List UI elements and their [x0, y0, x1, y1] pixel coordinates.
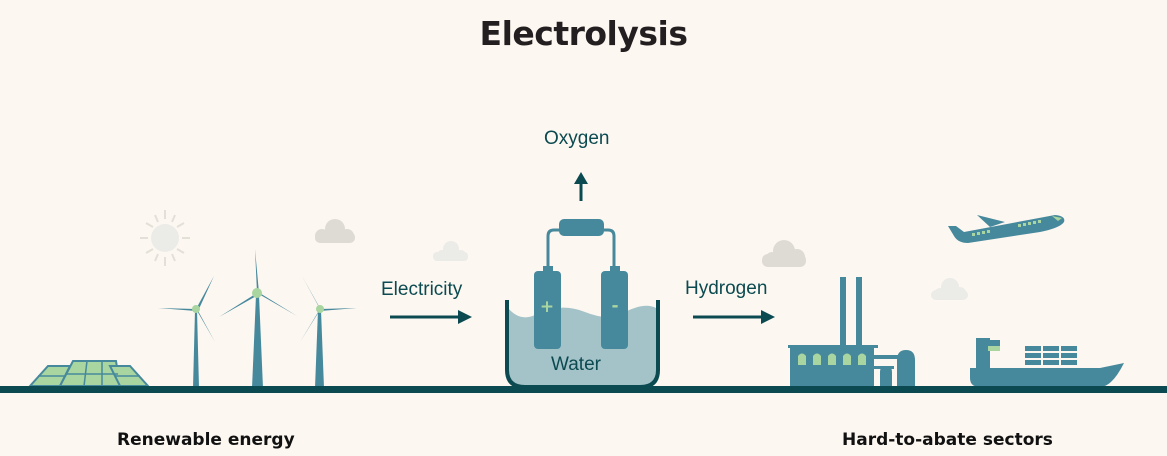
- ship-icon: [970, 338, 1124, 387]
- cloud-icon: [762, 240, 806, 267]
- cloud-icon: [433, 241, 468, 261]
- solar-panel-icon: [27, 360, 151, 387]
- sun-icon: [140, 210, 190, 266]
- cathode-minus-label: -: [611, 296, 618, 316]
- water-label: Water: [551, 354, 601, 375]
- factory-windows: [798, 353, 866, 365]
- oxygen-arrow-icon: [574, 172, 588, 201]
- wind-turbine-icon: [219, 249, 297, 388]
- cloud-icon: [315, 219, 355, 243]
- electrolysis-cell: [505, 219, 660, 389]
- renewable-energy-label: Renewable energy: [117, 430, 295, 450]
- ground-line: [0, 386, 1167, 393]
- hard-to-abate-sectors-label: Hard-to-abate sectors: [842, 430, 1053, 450]
- factory-icon: [788, 277, 915, 387]
- cloud-icon: [931, 278, 968, 300]
- diagram-title: Electrolysis: [479, 14, 688, 53]
- hydrogen-arrow-icon: [693, 310, 775, 324]
- airplane-icon: [948, 215, 1065, 243]
- hydrogen-label: Hydrogen: [685, 278, 768, 299]
- oxygen-label: Oxygen: [544, 128, 610, 149]
- electricity-label: Electricity: [381, 279, 463, 300]
- wind-turbine-icon: [158, 276, 215, 388]
- electricity-arrow-icon: [390, 310, 472, 324]
- anode-plus-label: +: [540, 297, 554, 317]
- wind-turbine-icon: [300, 276, 357, 388]
